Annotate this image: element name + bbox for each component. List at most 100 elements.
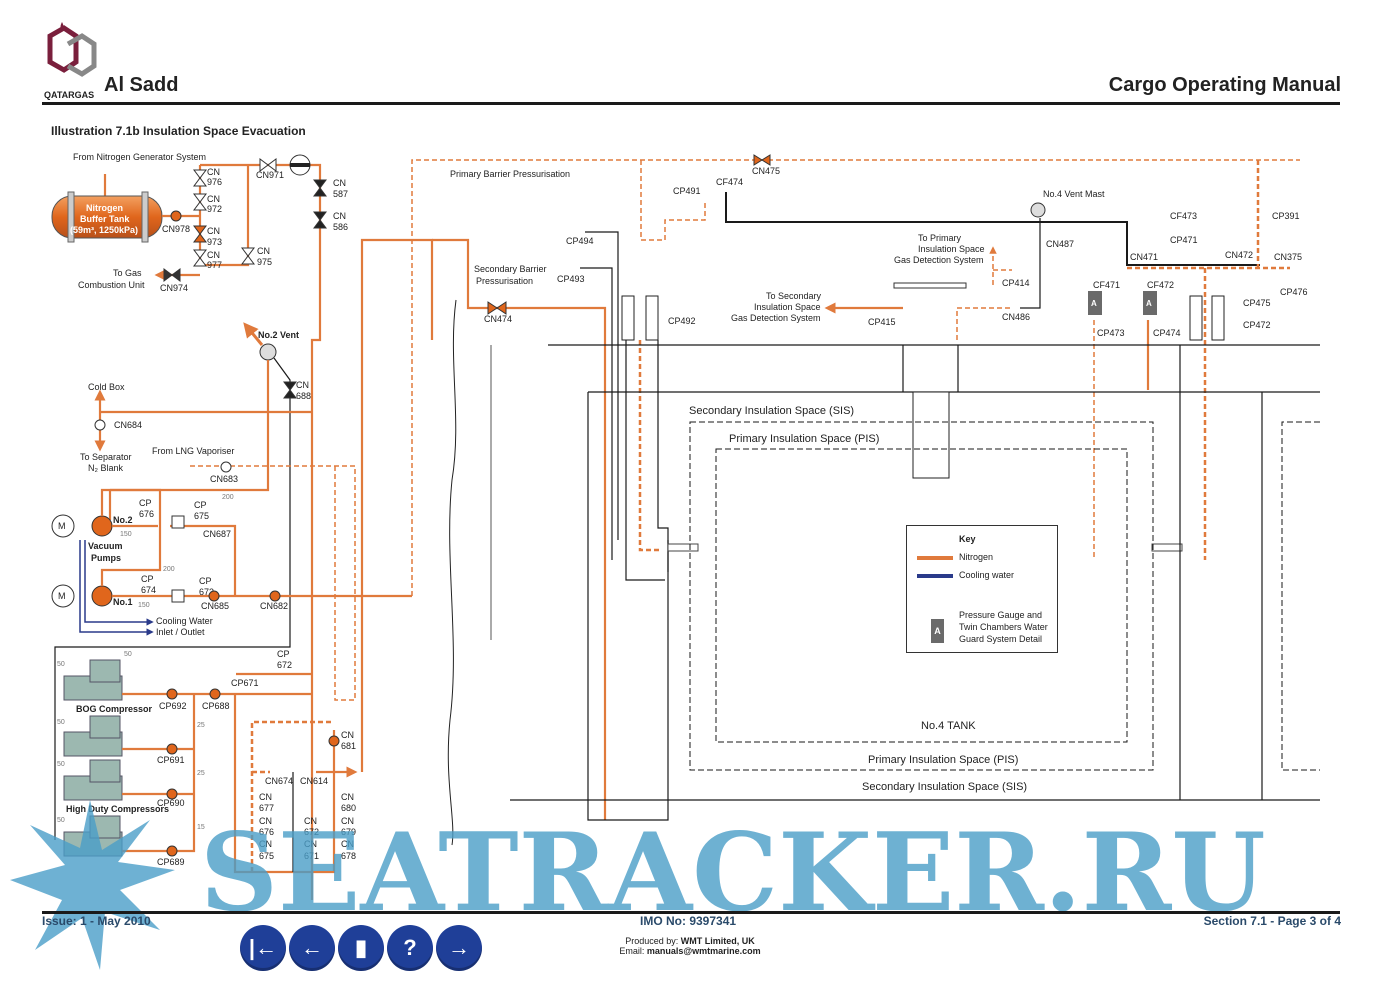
key-nitrogen: Nitrogen: [959, 552, 994, 562]
svg-text:Secondary Insulation Space (SI: Secondary Insulation Space (SIS): [862, 781, 1027, 793]
svg-text:671: 671: [304, 851, 319, 861]
svg-text:CN: CN: [304, 839, 317, 849]
svg-text:Vacuum: Vacuum: [88, 541, 123, 551]
svg-text:586: 586: [333, 222, 348, 232]
svg-text:200: 200: [222, 494, 234, 501]
svg-text:CF471: CF471: [1093, 280, 1120, 290]
svg-text:50: 50: [57, 761, 65, 768]
svg-text:Inlet / Outlet: Inlet / Outlet: [156, 627, 205, 637]
svg-text:681: 681: [341, 741, 356, 751]
svg-text:M: M: [58, 591, 66, 601]
svg-text:CN685: CN685: [201, 601, 229, 611]
svg-text:50: 50: [57, 661, 65, 668]
imo-number: IMO No: 9397341: [640, 914, 737, 928]
svg-text:676: 676: [259, 827, 274, 837]
svg-text:CP689: CP689: [157, 857, 185, 867]
svg-text:CN487: CN487: [1046, 239, 1074, 249]
svg-text:Primary Insulation Space (PIS): Primary Insulation Space (PIS): [868, 754, 1018, 766]
cooling-water-swatch: [917, 574, 953, 578]
svg-text:CN687: CN687: [203, 529, 231, 539]
svg-text:High Duty Compressors: High Duty Compressors: [66, 804, 169, 814]
svg-text:CN: CN: [341, 730, 354, 740]
svg-text:CF472: CF472: [1147, 280, 1174, 290]
bog-compressor: [63, 659, 123, 701]
svg-text:CN971: CN971: [256, 170, 284, 180]
diagram-key: Key Nitrogen Cooling water A Pressure Ga…: [906, 525, 1058, 653]
valve-cn475: CN475: [752, 154, 780, 176]
svg-text:Pressurisation: Pressurisation: [476, 276, 533, 286]
valve-cn684: CN684: [94, 419, 142, 431]
svg-text:(59m³, 1250kPa): (59m³, 1250kPa): [70, 225, 138, 235]
svg-text:N₂ Blank: N₂ Blank: [88, 463, 124, 473]
svg-text:976: 976: [207, 177, 222, 187]
qatargas-logo: QATARGAS: [42, 22, 98, 102]
svg-text:Primary Barrier Pressurisation: Primary Barrier Pressurisation: [450, 169, 570, 179]
svg-text:A: A: [1091, 299, 1097, 308]
svg-text:CP492: CP492: [668, 316, 696, 326]
svg-text:Gas Detection System: Gas Detection System: [894, 255, 984, 265]
illustration-title: Illustration 7.1b Insulation Space Evacu…: [51, 124, 306, 138]
svg-text:Insulation Space: Insulation Space: [918, 244, 985, 254]
svg-text:CP: CP: [199, 576, 212, 586]
svg-text:25: 25: [197, 770, 205, 777]
bookmark-icon: ▮: [354, 935, 368, 960]
svg-text:CP: CP: [141, 574, 154, 584]
svg-text:CP475: CP475: [1243, 298, 1271, 308]
key-title: Key: [959, 534, 976, 544]
svg-text:CP493: CP493: [557, 274, 585, 284]
manual-title: Cargo Operating Manual: [1108, 74, 1341, 96]
svg-text:CN: CN: [304, 816, 317, 826]
svg-text:CN: CN: [207, 226, 220, 236]
svg-text:673: 673: [199, 587, 214, 597]
svg-text:CN: CN: [259, 792, 272, 802]
svg-text:972: 972: [207, 204, 222, 214]
svg-text:678: 678: [341, 851, 356, 861]
primary-insulation-space: [715, 448, 1128, 743]
svg-text:672: 672: [304, 827, 319, 837]
svg-text:BOG Compressor: BOG Compressor: [76, 704, 153, 714]
svg-text:CP471: CP471: [1170, 235, 1198, 245]
svg-text:CP: CP: [139, 498, 152, 508]
svg-text:Gas Detection System: Gas Detection System: [731, 313, 821, 323]
svg-text:CN: CN: [341, 816, 354, 826]
svg-text:To Separator: To Separator: [80, 452, 132, 462]
svg-text:CP671: CP671: [231, 678, 259, 688]
svg-text:15: 15: [197, 824, 205, 831]
svg-text:50: 50: [124, 651, 132, 658]
next-page-button[interactable]: →: [436, 925, 482, 971]
svg-text:CN674: CN674: [265, 776, 293, 786]
bookmark-button[interactable]: ▮: [338, 925, 384, 971]
svg-text:CP692: CP692: [159, 701, 187, 711]
svg-text:QATARGAS: QATARGAS: [44, 90, 94, 100]
svg-text:Combustion Unit: Combustion Unit: [78, 280, 145, 290]
help-button[interactable]: ?: [387, 925, 433, 971]
svg-text:No.2 Vent: No.2 Vent: [258, 330, 299, 340]
detail-badge-icon: A: [931, 619, 944, 643]
svg-text:680: 680: [341, 803, 356, 813]
svg-text:No.2: No.2: [113, 515, 133, 525]
svg-text:200: 200: [163, 566, 175, 573]
svg-text:CN: CN: [259, 816, 272, 826]
svg-text:50: 50: [57, 817, 65, 824]
svg-text:CP474: CP474: [1153, 328, 1181, 338]
header-rule: [42, 102, 1340, 105]
first-page-button[interactable]: |←: [240, 925, 286, 971]
svg-text:CN375: CN375: [1274, 252, 1302, 262]
svg-text:To Secondary: To Secondary: [766, 291, 822, 301]
svg-text:CP415: CP415: [868, 317, 896, 327]
previous-page-button[interactable]: ←: [289, 925, 335, 971]
footer-rule: [42, 911, 1340, 914]
label-nitrogen-source: From Nitrogen Generator System: [73, 152, 206, 162]
svg-text:587: 587: [333, 189, 348, 199]
svg-text:CN974: CN974: [160, 283, 188, 293]
valve-cn971: CN971: [256, 158, 284, 180]
svg-text:CN: CN: [257, 246, 270, 256]
svg-text:CP688: CP688: [202, 701, 230, 711]
svg-text:Cooling Water: Cooling Water: [156, 616, 213, 626]
